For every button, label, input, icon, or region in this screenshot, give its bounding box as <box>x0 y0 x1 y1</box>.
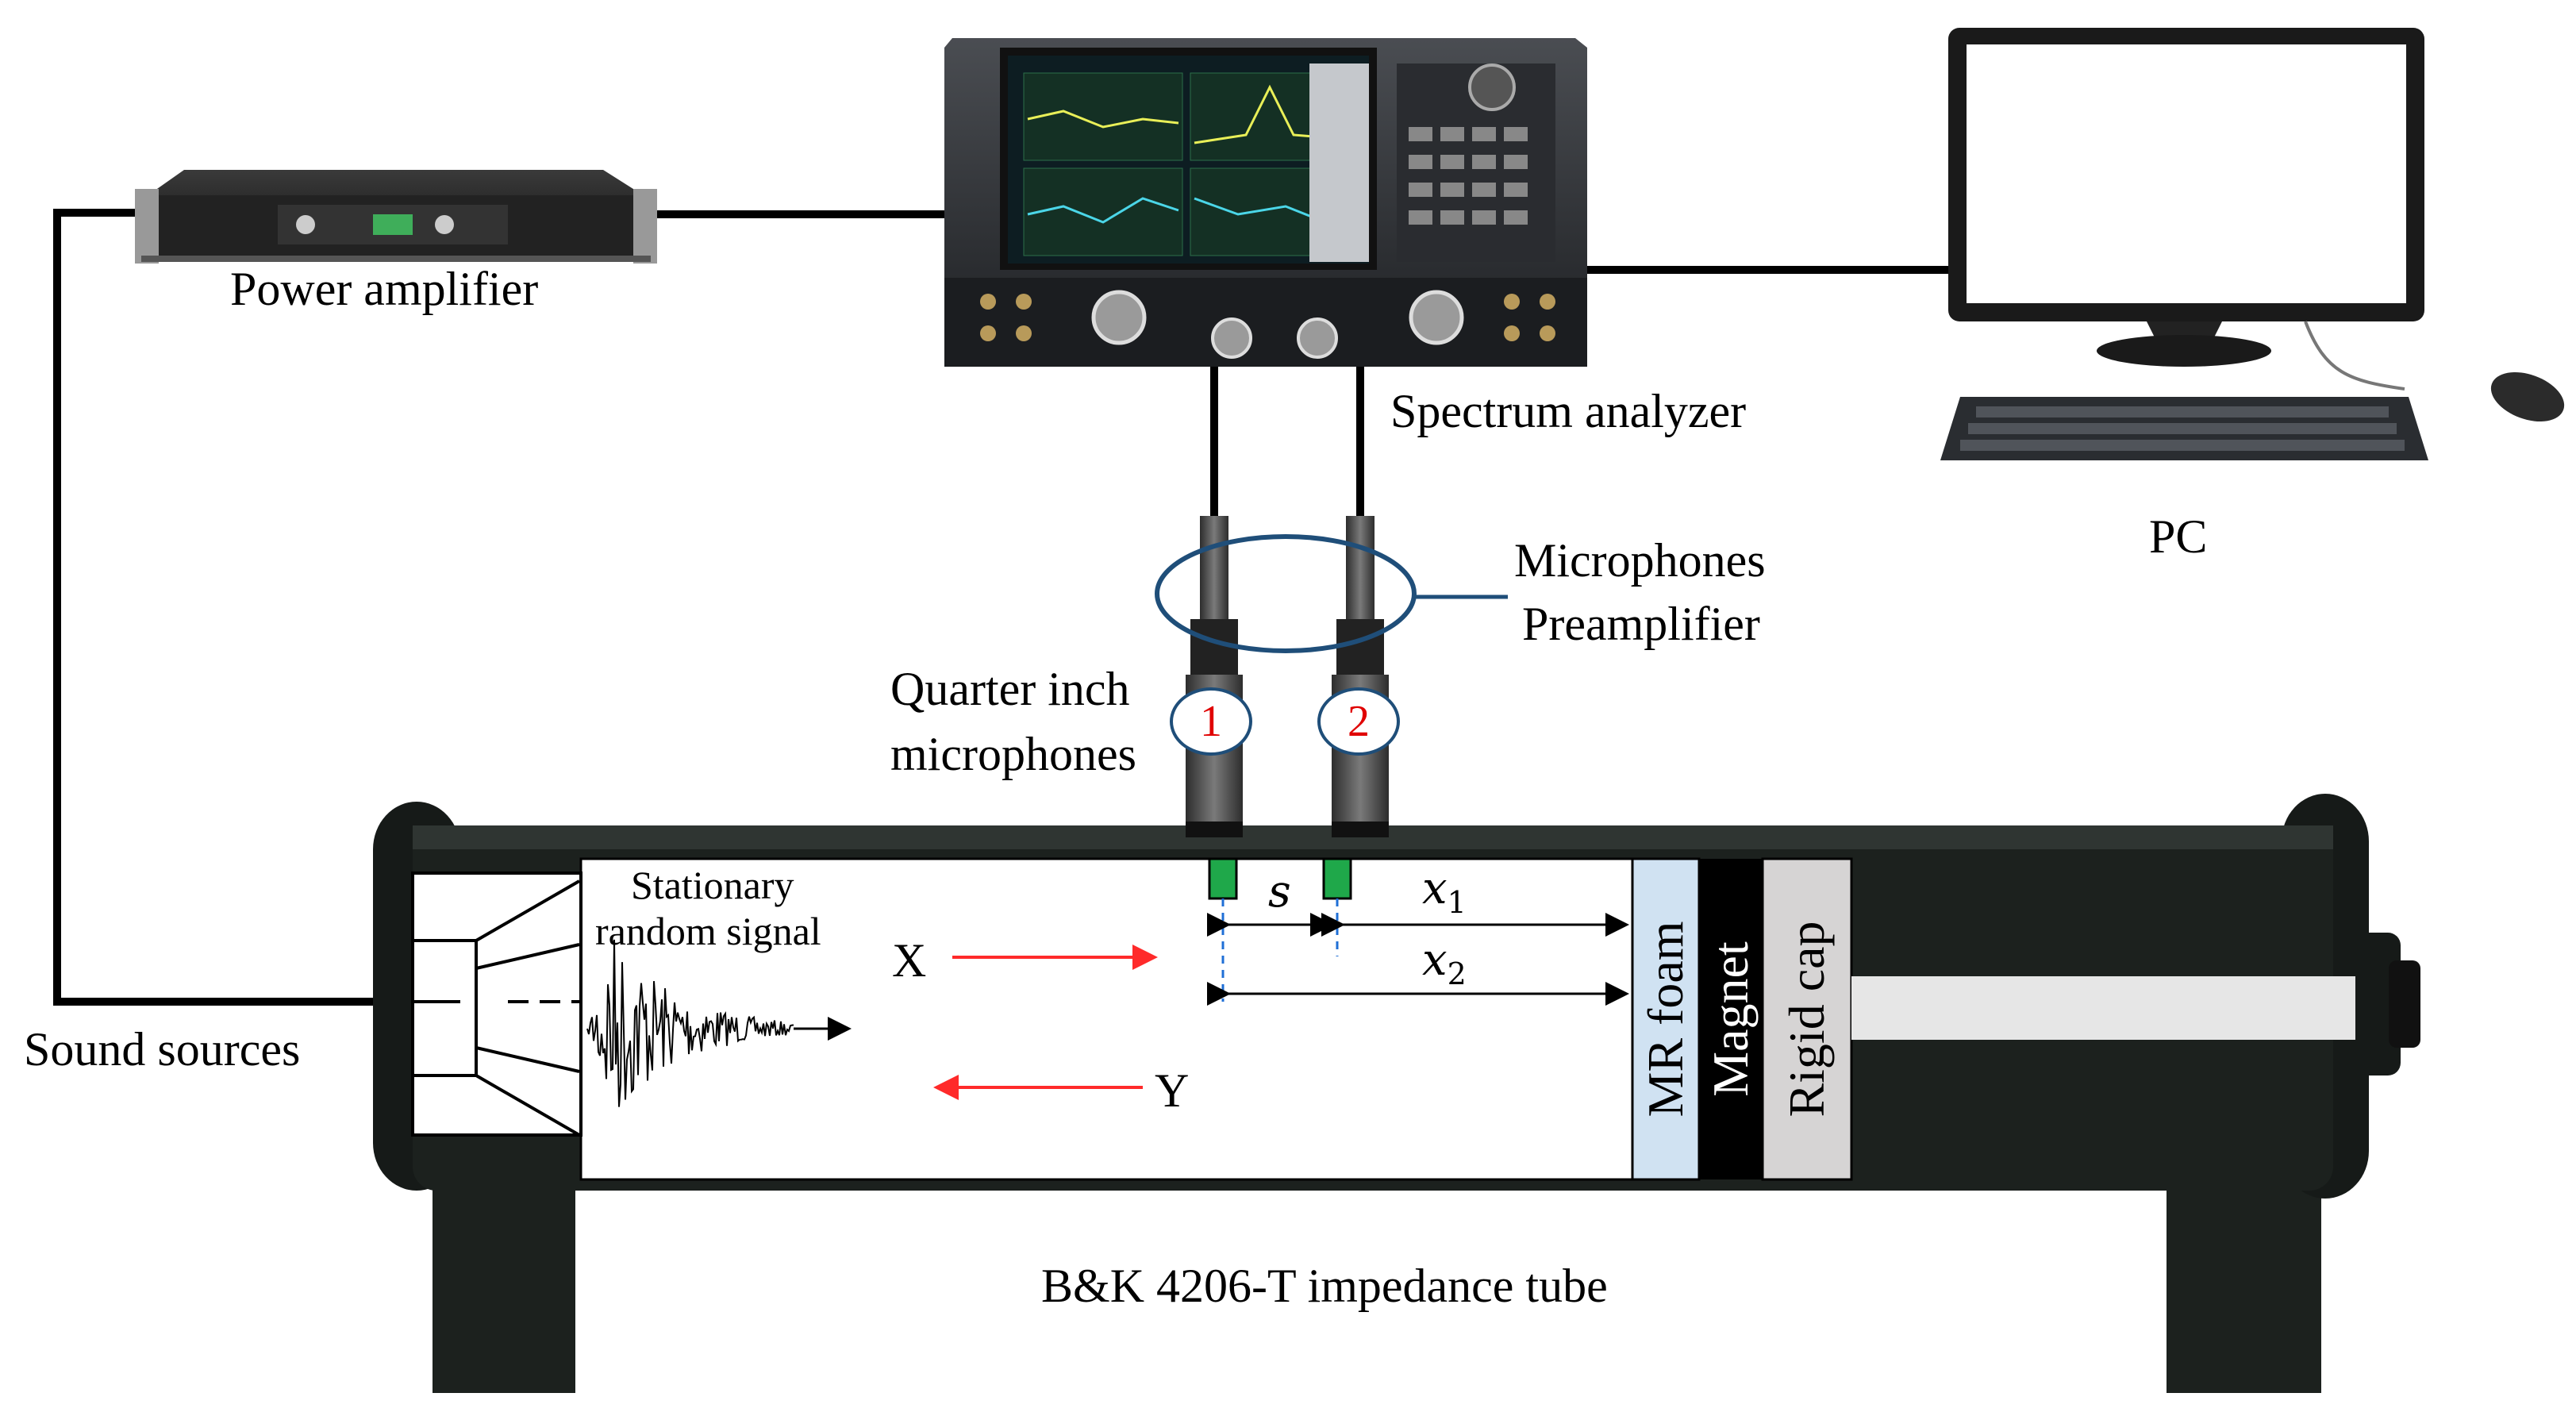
impedance-tube-image <box>373 794 2420 1393</box>
dimension-s-label: s <box>1268 870 1291 914</box>
preamplifier-highlight-ellipse <box>1155 534 1417 653</box>
stationary-label: Stationary <box>631 863 794 907</box>
dimension-lines <box>1207 913 1629 1006</box>
magnet-label: Magnet <box>1702 941 1759 1097</box>
microphones-caption-label: microphones <box>890 728 1136 780</box>
cable-amp-to-sound-source <box>53 209 389 1006</box>
dimension-x1-label: x1 <box>1422 867 1467 918</box>
microphones-image <box>1155 516 1508 837</box>
dimension-x1-subscript: 1 <box>1447 885 1467 921</box>
wave-x-label: X <box>892 934 927 987</box>
wave-y-label: Y <box>1155 1064 1190 1117</box>
random-signal-label: random signal <box>595 909 821 953</box>
microphones-label: Microphones <box>1514 534 1766 587</box>
dimension-s-symbol: s <box>1268 866 1291 918</box>
mr-foam-layer <box>1631 857 1701 1181</box>
loudspeaker-box <box>411 872 582 1137</box>
pc-image <box>1940 28 2565 460</box>
power-amplifier-label: Power amplifier <box>230 263 539 315</box>
preamplifier-label: Preamplifier <box>1522 598 1760 650</box>
magnet-layer <box>1699 859 1763 1179</box>
rigid-cap-layer <box>1761 857 1853 1181</box>
loudspeaker-symbol <box>411 879 580 1137</box>
spectrum-analyzer-label: Spectrum analyzer <box>1390 385 1747 437</box>
mic1-number-badge: 1 <box>1170 687 1252 756</box>
dimension-x1-symbol: x <box>1422 863 1448 914</box>
dimension-x2-label: x2 <box>1422 938 1467 992</box>
rigid-cap-label: Rigid cap <box>1778 921 1835 1118</box>
power-amplifier-image <box>135 170 657 264</box>
sound-sources-label: Sound sources <box>24 1023 301 1075</box>
mr-foam-label: MR foam <box>1637 921 1694 1118</box>
mic1-capsule <box>1208 857 1238 900</box>
tube-name-label: B&K 4206-T impedance tube <box>1041 1260 1608 1312</box>
dimension-x2-symbol: x <box>1422 934 1448 986</box>
pc-label: PC <box>2149 510 2208 563</box>
spectrum-analyzer-image <box>944 38 1587 367</box>
tube-interior <box>579 857 1634 1181</box>
mic2-capsule <box>1322 857 1352 900</box>
mic2-number-badge: 2 <box>1317 687 1400 756</box>
dimension-x2-subscript: 2 <box>1447 956 1467 992</box>
quarter-inch-label: Quarter inch <box>890 663 1130 715</box>
random-signal-waveform <box>586 939 794 1107</box>
